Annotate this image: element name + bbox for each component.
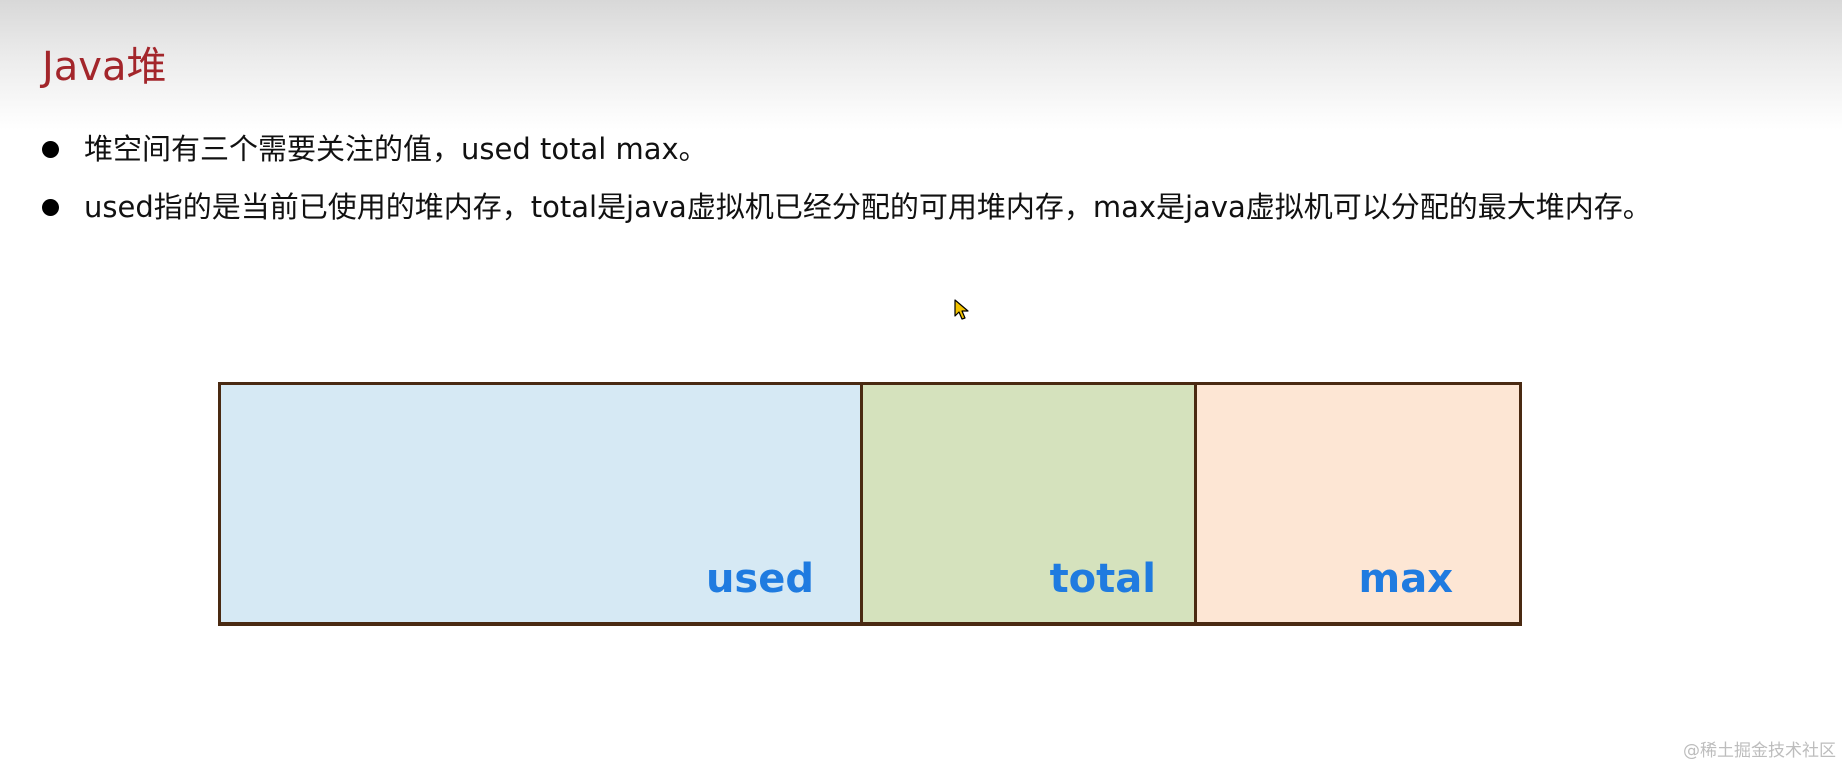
bullet-list: 堆空间有三个需要关注的值，used total max。 used指的是当前已使… [38,125,1652,241]
heap-memory-bar: used total max [218,382,1522,626]
bullet-text: used指的是当前已使用的堆内存，total是java虚拟机已经分配的可用堆内存… [84,190,1652,224]
slide-title: Java堆 [42,44,167,90]
total-segment: total [863,385,1197,622]
mouse-pointer-icon [954,299,969,320]
max-label: max [1358,556,1453,602]
total-label: total [1049,556,1156,602]
bullet-text: 堆空间有三个需要关注的值，used total max。 [84,132,708,166]
header-band [0,0,1842,130]
max-segment: max [1197,385,1519,622]
watermark: @稀土掘金技术社区 [1683,741,1836,761]
bullet-dot-icon [42,141,59,158]
bullet-item: used指的是当前已使用的堆内存，total是java虚拟机已经分配的可用堆内存… [38,183,1652,241]
bullet-dot-icon [42,199,59,216]
used-label: used [705,556,814,602]
bullet-item: 堆空间有三个需要关注的值，used total max。 [38,125,1652,183]
used-segment: used [221,385,863,622]
